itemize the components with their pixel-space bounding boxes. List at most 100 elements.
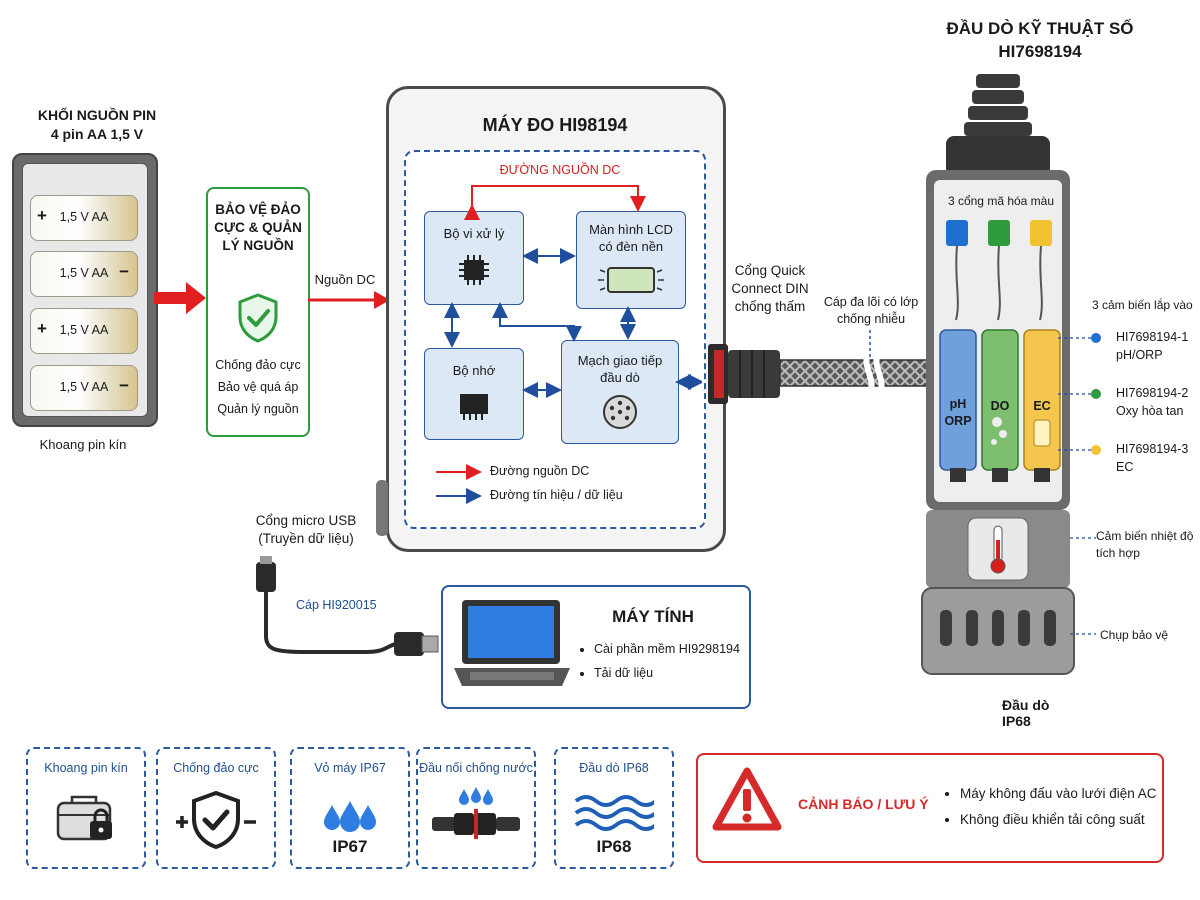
- protection-items: Chống đảo cực Bảo vệ quá áp Quản lý nguồ…: [208, 355, 308, 421]
- protection-block: BẢO VỆ ĐẢO CỰC & QUẢN LÝ NGUỒN Chống đảo…: [206, 187, 310, 437]
- feature-title: Khoang pin kín: [44, 761, 128, 775]
- meter-title: MÁY ĐO HI98194: [482, 115, 628, 135]
- battery-cell-1: + 1,5 V AA: [30, 195, 138, 241]
- warning-items: Máy không đấu vào lưới điện AC Không điề…: [946, 781, 1157, 832]
- sensors-heading: 3 cảm biến lắp vào: [1092, 298, 1193, 312]
- sealed-case-icon: [56, 795, 112, 841]
- probe-callout-leaders: [1070, 537, 1096, 635]
- probe-body: [921, 74, 1075, 675]
- sensor-desc: EC: [1116, 460, 1134, 475]
- warning-item: Máy không đấu vào lưới điện AC: [960, 781, 1157, 807]
- sensor-legend-3: HI7698194-3 EC: [1116, 440, 1188, 476]
- sensor-label-ph: pH ORP: [944, 397, 972, 428]
- sensor-label-do: DO: [990, 399, 1010, 413]
- probe-caption: Đầu dò IP68: [1002, 697, 1050, 729]
- protection-item: Chống đảo cực: [215, 358, 301, 372]
- feature-title: Chống đảo cực: [173, 761, 259, 775]
- waterproof-connector-icon: [432, 787, 520, 839]
- battery-cell-4: − 1,5 V AA: [30, 365, 138, 411]
- din-port-label: Cổng Quick Connect DIN chống thấm: [731, 263, 809, 315]
- feature-title: Đầu nối chống nước: [419, 761, 533, 775]
- battery-cell-3: + 1,5 V AA: [30, 308, 138, 354]
- cable-label: Cáp đa lõi có lớp chống nhiễu: [823, 295, 919, 326]
- ports-label: 3 cổng mã hóa màu: [947, 194, 1055, 208]
- protection-item: Quản lý nguồn: [217, 401, 299, 416]
- battery-title-line1: KHỐI NGUỒN PIN: [37, 107, 157, 123]
- computer-items: Cài phần mềm HI9298194 Tải dữ liệu: [580, 638, 740, 686]
- usb-port-label: Cổng micro USB (Truyền dữ liệu): [255, 513, 357, 547]
- feature-title: Đầu dò IP68: [579, 761, 649, 775]
- protection-item: Bảo vệ quá áp: [217, 379, 299, 394]
- usb-cable-label: Cáp HI920015: [296, 598, 377, 612]
- minus-sign: −: [119, 262, 129, 281]
- battery-to-protection-arrow: [154, 282, 206, 314]
- minus-sign: −: [119, 376, 129, 395]
- probe-interface-label: Mạch giao tiếp đầu dò: [577, 353, 663, 385]
- lcd-block: Màn hình LCD có đèn nền: [576, 211, 686, 309]
- sensor-desc: Oxy hòa tan: [1116, 404, 1184, 419]
- probe-title-line1: ĐẦU DÒ KỸ THUẬT SỐ: [946, 19, 1134, 38]
- feature-title: Vỏ máy IP67: [314, 761, 386, 775]
- temp-sensor-label: Cảm biến nhiệt độ tích hợp: [1096, 529, 1194, 560]
- dc-label: Nguồn DC: [314, 272, 376, 287]
- laptop-icon: [454, 600, 570, 686]
- legend-power-label: Đường nguồn DC: [490, 464, 590, 478]
- sensor-legend-2: HI7698194-2 Oxy hòa tan: [1116, 384, 1188, 420]
- sensor-legend-1: HI7698194-1 pH/ORP: [1116, 328, 1188, 364]
- computer-item: Cài phần mềm HI9298194: [594, 638, 740, 662]
- cpu-block: Bộ vi xử lý: [424, 211, 524, 305]
- sensor-code: HI7698194-3: [1116, 442, 1189, 456]
- polarity-shield-icon: [176, 790, 256, 850]
- chip-icon: [459, 254, 489, 285]
- warning-box: CẢNH BÁO / LƯU Ý Máy không đấu vào lưới …: [696, 753, 1164, 863]
- sensor-desc: pH/ORP: [1116, 348, 1163, 363]
- computer-item: Tải dữ liệu: [594, 662, 740, 686]
- battery-cell-label: 1,5 V AA: [59, 380, 109, 394]
- sensor-code: HI7698194-2: [1116, 386, 1189, 400]
- waves-icon: [574, 795, 654, 831]
- battery-title-line2: 4 pin AA 1,5 V: [50, 125, 144, 142]
- protection-to-meter-arrow: [308, 291, 390, 309]
- meter-side-button: [376, 480, 388, 536]
- battery-caption: Khoang pin kín: [39, 437, 127, 452]
- probe-title-line2: HI7698194: [998, 41, 1082, 61]
- round-connector-icon: [603, 394, 637, 429]
- legend-signal-label: Đường tín hiệu / dữ liệu: [490, 488, 623, 502]
- memory-block: Bộ nhớ: [424, 348, 524, 440]
- usb-cable: [256, 556, 439, 656]
- sensor-code: HI7698194-1: [1116, 330, 1189, 344]
- dc-bus-label: ĐƯỜNG NGUỒN DC: [499, 163, 621, 177]
- feature-ip67: Vỏ máy IP67 IP67: [290, 747, 410, 869]
- battery-title: KHỐI NGUỒN PIN 4 pin AA 1,5 V: [12, 106, 182, 144]
- protection-title: BẢO VỆ ĐẢO CỰC & QUẢN LÝ NGUỒN: [214, 202, 302, 254]
- guard-label: Chụp bảo vệ: [1100, 628, 1169, 642]
- cpu-label: Bộ vi xử lý: [443, 226, 505, 241]
- computer-title: MÁY TÍNH: [612, 607, 694, 626]
- lcd-label: Màn hình LCD có đèn nền: [589, 222, 673, 254]
- din-connector-and-cable: [708, 344, 930, 404]
- feature-waterproof-connector: Đầu nối chống nước: [416, 747, 536, 869]
- shield-check-icon: [238, 293, 278, 343]
- feature-sealed-case: Khoang pin kín: [26, 747, 146, 869]
- plus-sign: +: [37, 319, 47, 338]
- cable-label-leader: [869, 330, 871, 360]
- water-drops-icon: [324, 801, 376, 832]
- probe-title: ĐẦU DÒ KỸ THUẬT SỐ HI7698194: [920, 18, 1160, 64]
- meter-connections: [436, 185, 702, 504]
- sensor-legend-leaders: [1058, 333, 1101, 455]
- plus-sign: +: [37, 206, 47, 225]
- feature-polarity: Chống đảo cực: [156, 747, 276, 869]
- battery-cell-2: − 1,5 V AA: [30, 251, 138, 297]
- battery-cell-label: 1,5 V AA: [59, 210, 109, 224]
- feature-badge: IP68: [596, 837, 632, 856]
- feature-ip68: Đầu dò IP68 IP68: [554, 747, 674, 869]
- battery-cell-label: 1,5 V AA: [59, 323, 109, 337]
- sensor-label-ec: EC: [1033, 399, 1051, 413]
- memory-label: Bộ nhớ: [452, 363, 496, 378]
- feature-badge: IP67: [332, 837, 368, 856]
- warning-title: CẢNH BÁO / LƯU Ý: [798, 796, 929, 812]
- warning-item: Không điều khiển tải công suất: [960, 807, 1157, 833]
- lcd-screen-icon: [598, 266, 664, 293]
- memory-chip-icon: [460, 393, 488, 420]
